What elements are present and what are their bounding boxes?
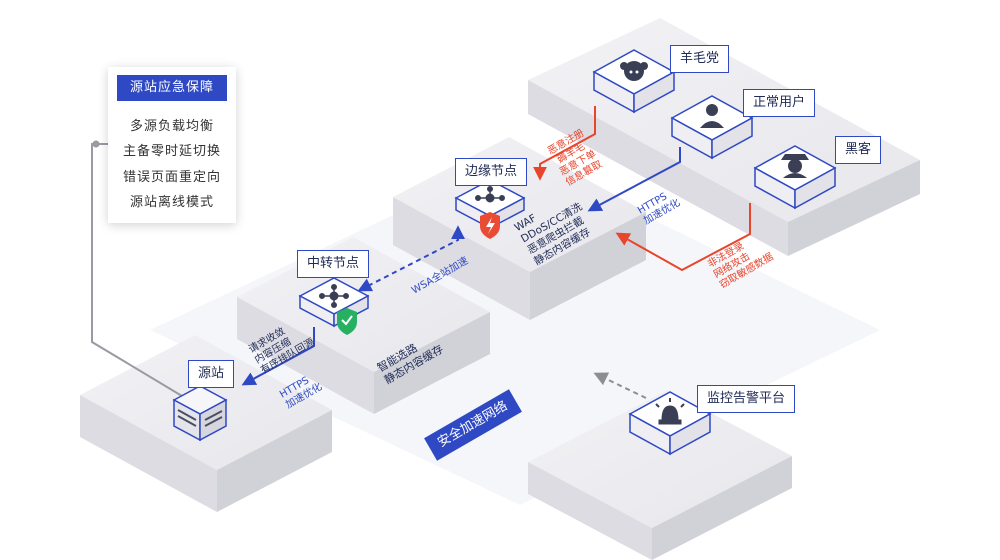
monitor-link <box>593 372 647 399</box>
hacker-icon <box>781 154 809 178</box>
shield-lightning-icon <box>480 212 500 239</box>
monitor-platform <box>528 390 792 560</box>
edge-label: 边缘节点 <box>455 158 528 186</box>
sheep-label: 羊毛党 <box>670 45 730 73</box>
origin-relay-link <box>241 327 315 386</box>
panel-item-multi-source: 多源负载均衡 <box>129 119 214 134</box>
user-icon <box>700 104 724 128</box>
panel-item-offline-mode: 源站离线模式 <box>129 195 214 210</box>
server-icon <box>177 409 223 427</box>
panel-title: 源站应急保障 <box>117 75 227 101</box>
shield-check-icon <box>337 308 357 335</box>
relay-node[interactable] <box>298 277 370 335</box>
origin-server-node[interactable] <box>172 385 228 512</box>
user-label: 正常用户 <box>743 89 816 117</box>
relay-edge-link <box>357 225 465 292</box>
hacker-attack-link <box>615 203 751 272</box>
edge-user-link <box>587 147 681 212</box>
hacker-label: 黑客 <box>835 136 882 164</box>
origin-label: 源站 <box>188 360 235 388</box>
network-hub-icon <box>475 186 505 203</box>
monitor-node[interactable] <box>628 391 712 456</box>
sheep-face-icon <box>620 61 648 81</box>
sheep-attack-link <box>533 106 596 181</box>
panel-item-failover: 主备零时延切换 <box>122 144 221 159</box>
monitor-label: 监控告警平台 <box>697 385 796 413</box>
origin-emergency-panel: 源站应急保障 多源负载均衡 主备零时延切换 错误页面重定向 源站离线模式 <box>108 67 236 223</box>
edge-node[interactable] <box>454 179 526 239</box>
panel-origin-connector <box>91 143 183 397</box>
panel-item-error-redirect: 错误页面重定向 <box>122 170 221 185</box>
alarm-light-icon <box>655 398 685 425</box>
relay-label: 中转节点 <box>297 250 370 278</box>
hacker-node[interactable] <box>753 145 837 210</box>
user-node[interactable] <box>670 95 754 160</box>
sheep-node[interactable] <box>592 49 676 114</box>
network-hub-icon <box>319 284 349 308</box>
